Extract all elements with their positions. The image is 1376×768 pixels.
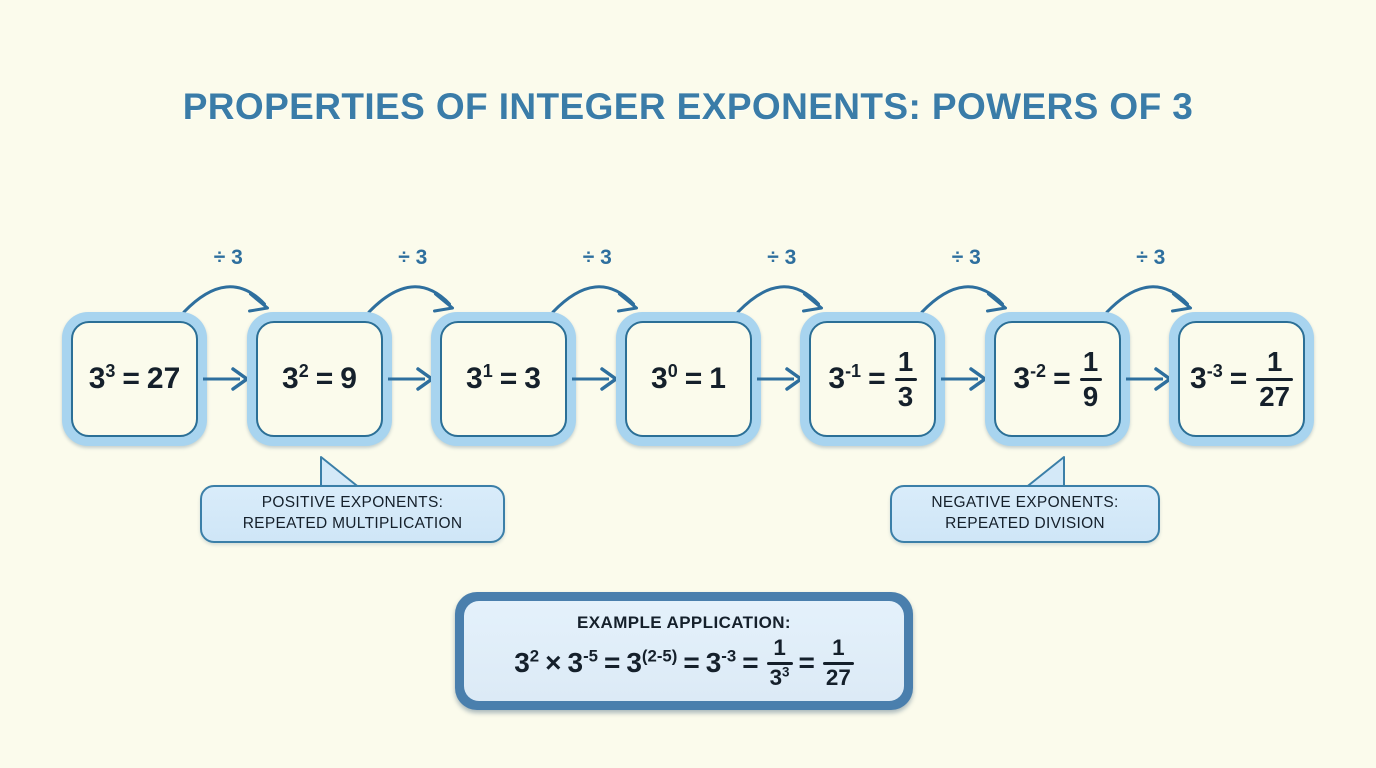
fraction-bar: [1256, 377, 1293, 381]
power-expression: 32=9: [282, 361, 357, 395]
divide-arrow-5: [920, 272, 1013, 320]
divide-label-5: ÷ 3: [951, 246, 981, 269]
callout-line-1: NEGATIVE EXPONENTS:: [931, 494, 1119, 512]
example-formula: 32 × 3-5 = 3(2-5) = 3-3 = 1 33 = 1 27: [514, 635, 854, 690]
power-term: 31: [466, 361, 493, 395]
power-expression: 30=1: [651, 361, 726, 395]
divide-arrow-2: [367, 272, 460, 320]
divide-label-2: ÷ 3: [398, 246, 428, 269]
result-value: 1: [709, 362, 726, 395]
fraction-denominator: 3: [897, 380, 914, 412]
divide-label-3: ÷ 3: [582, 246, 612, 269]
example-application-box: EXAMPLE APPLICATION: 32 × 3-5 = 3(2-5) =…: [455, 592, 913, 710]
fraction-denominator: 9: [1082, 380, 1099, 412]
example-equals-4: =: [798, 647, 815, 678]
equals-sign: =: [499, 362, 518, 395]
fraction-numerator: 1: [1266, 345, 1283, 377]
power-term: 3-3: [1190, 361, 1223, 395]
power-box-inner: 31=3: [440, 321, 567, 437]
example-term-3: 3(2-5): [626, 646, 678, 678]
power-term: 3-1: [828, 361, 862, 395]
power-term: 33: [88, 361, 116, 395]
fraction-bar: [894, 377, 917, 381]
callout-line-1: POSITIVE EXPONENTS:: [261, 494, 444, 512]
example-equals-1: =: [603, 647, 621, 678]
example-fraction-2-bar: [822, 661, 854, 665]
equals-sign: =: [684, 362, 703, 395]
chain-arrow-5: [941, 364, 989, 394]
equals-sign: =: [1053, 362, 1071, 395]
example-equals-2: =: [683, 647, 700, 678]
chain-arrow-6: [1126, 364, 1174, 394]
divide-arrow-3: [551, 272, 644, 320]
fraction-numerator: 1: [897, 345, 914, 377]
callout-1: POSITIVE EXPONENTS: REPEATED MULTIPLICATI…: [200, 485, 505, 543]
power-box-3: 31=3: [431, 312, 576, 446]
example-fraction-2-denominator: 27: [825, 664, 851, 690]
divide-arrow-6: [1105, 272, 1198, 320]
chain-arrow-2: [388, 364, 436, 394]
example-equals-3: =: [742, 647, 759, 678]
example-inner: EXAMPLE APPLICATION: 32 × 3-5 = 3(2-5) =…: [464, 601, 904, 701]
divide-label-6: ÷ 3: [1136, 246, 1166, 269]
example-fraction-1-numerator: 1: [773, 635, 786, 661]
callout-line-2: REPEATED DIVISION: [945, 515, 1105, 532]
divide-arrow-1: [182, 272, 275, 320]
example-fraction-1-denominator: 33: [769, 664, 790, 690]
page-title: PROPERTIES OF INTEGER EXPONENTS: POWERS …: [182, 86, 1194, 127]
result-value: 3: [524, 362, 541, 395]
fraction-denominator: 27: [1259, 380, 1290, 412]
equals-sign: =: [868, 362, 886, 395]
equals-sign: =: [1229, 362, 1248, 395]
power-term: 30: [651, 361, 678, 395]
example-label: EXAMPLE APPLICATION:: [577, 613, 791, 633]
power-box-4: 30=1: [616, 312, 761, 446]
power-term: 3-2: [1013, 361, 1047, 395]
equals-sign: =: [315, 362, 334, 395]
power-box-inner: 33=27: [71, 321, 198, 437]
equals-sign: =: [122, 362, 140, 395]
power-expression: 31=3: [466, 361, 541, 395]
result-value: 9: [340, 362, 357, 395]
example-fraction-1: 1 33: [766, 635, 793, 690]
example-fraction-1-bar: [766, 661, 793, 665]
callout-2: NEGATIVE EXPONENTS: REPEATED DIVISION: [890, 485, 1160, 543]
example-fraction-2: 1 27: [822, 635, 854, 690]
power-box-inner: 32=9: [256, 321, 383, 437]
chain-arrow-1: [203, 364, 251, 394]
callout-line-2: REPEATED MULTIPLICATION: [242, 515, 463, 532]
power-box-2: 32=9: [247, 312, 392, 446]
result-value: 27: [146, 362, 181, 395]
fraction-numerator: 1: [1082, 345, 1099, 377]
example-fraction-2-numerator: 1: [832, 635, 845, 661]
divide-arrow-4: [736, 272, 829, 320]
example-term-1: 32: [514, 646, 540, 678]
fraction-bar: [1079, 377, 1102, 381]
power-term: 32: [282, 361, 309, 395]
example-term-2: 3-5: [567, 646, 598, 678]
power-box-1: 33=27: [62, 312, 207, 446]
divide-label-4: ÷ 3: [767, 246, 797, 269]
divide-label-1: ÷ 3: [213, 246, 243, 269]
power-box-inner: 30=1: [625, 321, 752, 437]
chain-arrow-4: [757, 364, 805, 394]
power-expression: 33=27: [88, 361, 181, 395]
example-times-operator: ×: [545, 647, 562, 678]
chain-arrow-3: [572, 364, 620, 394]
example-term-4: 3-3: [705, 646, 737, 678]
